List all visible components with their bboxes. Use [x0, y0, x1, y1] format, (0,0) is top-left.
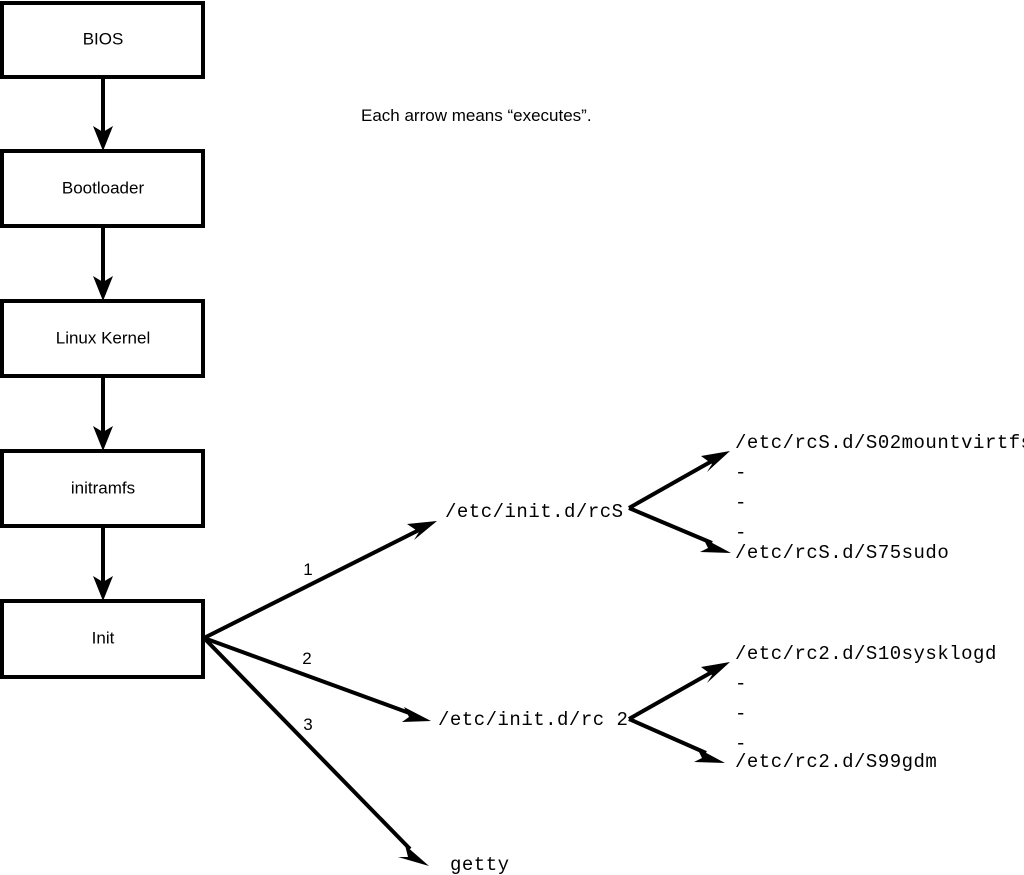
script-label-rcs: /etc/init.d/rcS [445, 501, 624, 523]
rc2-child-first: /etc/rc2.d/S10sysklogd [735, 643, 997, 665]
bios-label: BIOS [83, 29, 124, 48]
rcs-child-last: /etc/rcS.d/S75sudo [735, 542, 949, 564]
edge-rc2-to-s10sysklogd [628, 662, 730, 721]
initramfs-label: initramfs [71, 478, 135, 497]
arrowhead-icon [402, 707, 431, 722]
rc2-ellipsis-dash-1: - [735, 673, 746, 695]
node-bootloader: Bootloader [0, 149, 205, 228]
linux-kernel-label: Linux Kernel [56, 328, 151, 347]
arrow-bootloader-to-kernel [93, 226, 113, 301]
rcs-ellipsis-dash-2: - [735, 492, 746, 514]
arrowhead-icon [398, 845, 429, 866]
bios-box [0, 1, 205, 79]
edge-init-to-rc2: 2 [203, 636, 431, 722]
initramfs-box [0, 449, 205, 528]
node-bios: BIOS [0, 1, 205, 79]
arrowhead-icon [93, 276, 113, 301]
script-label-rc2: /etc/init.d/rc 2 [438, 709, 628, 731]
bootloader-label: Bootloader [62, 178, 145, 197]
script-label-getty: getty [450, 854, 510, 875]
legend-note: Each arrow means “executes”. [361, 106, 592, 125]
arrowhead-icon [694, 748, 725, 763]
rcs-ellipsis-dash-3: - [735, 522, 746, 544]
edge-label-1: 1 [303, 560, 312, 579]
rcs-ellipsis-dash-1: - [735, 462, 746, 484]
edge-rcs-to-s02mountvirtfs [628, 451, 730, 510]
init-label: Init [92, 628, 115, 647]
arrowhead-icon [93, 426, 113, 451]
arrowhead-icon [701, 662, 730, 683]
edge-rcs-to-s75sudo [628, 506, 731, 553]
edge-label-2: 2 [302, 649, 311, 668]
node-init: Init [0, 599, 205, 679]
edge-label-3: 3 [303, 715, 312, 734]
node-linux-kernel: Linux Kernel [0, 299, 205, 378]
rc2-child-last: /etc/rc2.d/S99gdm [735, 751, 937, 773]
arrowhead-icon [407, 521, 437, 540]
rc2-ellipsis-dash-3: - [735, 733, 746, 755]
arrow-bios-to-bootloader [93, 77, 113, 151]
arrowhead-icon [93, 126, 113, 151]
arrow-initramfs-to-init [93, 526, 113, 601]
init-box [0, 599, 205, 679]
arrow-kernel-to-initramfs [93, 376, 113, 451]
node-initramfs: initramfs [0, 449, 205, 528]
rcs-child-first: /etc/rcS.d/S02mountvirtfs [735, 432, 1024, 454]
arrowhead-icon [700, 538, 731, 553]
arrowhead-icon [701, 451, 730, 472]
rc2-ellipsis-dash-2: - [735, 703, 746, 725]
edge-rc2-to-s99gdm [628, 717, 725, 763]
edge-init-to-getty: 3 [202, 636, 429, 866]
edge-init-to-rcs: 1 [203, 521, 437, 640]
arrowhead-icon [93, 576, 113, 601]
